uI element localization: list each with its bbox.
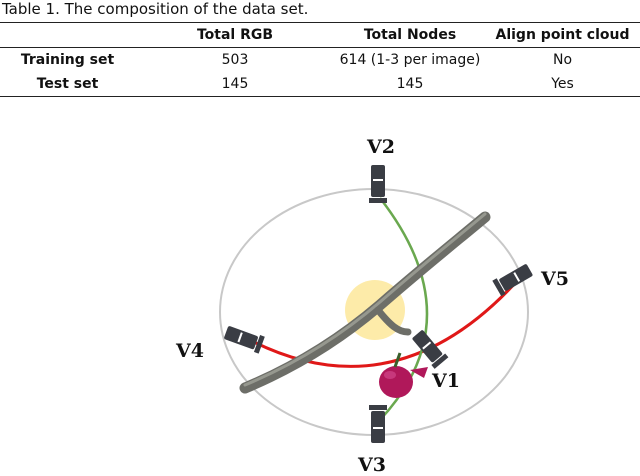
cell-nodes: 145 [335, 72, 485, 97]
camera-v2-icon [369, 165, 387, 203]
table-row: Training set 503 614 (1-3 per image) No [0, 48, 640, 73]
camera-v3-icon [369, 405, 387, 443]
header-total-rgb: Total RGB [135, 23, 335, 48]
camera-v1-icon [410, 328, 448, 369]
label-v3: V3 [357, 454, 386, 476]
header-align-point-cloud: Align point cloud [485, 23, 640, 48]
label-v4: V4 [175, 340, 204, 362]
table-caption: Table 1. The composition of the data set… [2, 0, 308, 18]
cell-nodes: 614 (1-3 per image) [335, 48, 485, 73]
table-row: Test set 145 145 Yes [0, 72, 640, 97]
row-label: Training set [0, 48, 135, 73]
composition-table: Total RGB Total Nodes Align point cloud … [0, 22, 640, 97]
label-v2: V2 [366, 136, 395, 158]
row-label: Test set [0, 72, 135, 97]
label-v1: V1 [431, 370, 460, 392]
cell-rgb: 503 [135, 48, 335, 73]
cell-align: Yes [485, 72, 640, 97]
cell-rgb: 145 [135, 72, 335, 97]
camera-v4-icon [223, 324, 265, 354]
camera-view-diagram: V1 V2 V3 V4 V5 [0, 120, 640, 476]
camera-v5-icon [492, 262, 534, 297]
table-header-row: Total RGB Total Nodes Align point cloud [0, 23, 640, 48]
cell-align: No [485, 48, 640, 73]
label-v5: V5 [540, 268, 569, 290]
header-empty [0, 23, 135, 48]
header-total-nodes: Total Nodes [335, 23, 485, 48]
